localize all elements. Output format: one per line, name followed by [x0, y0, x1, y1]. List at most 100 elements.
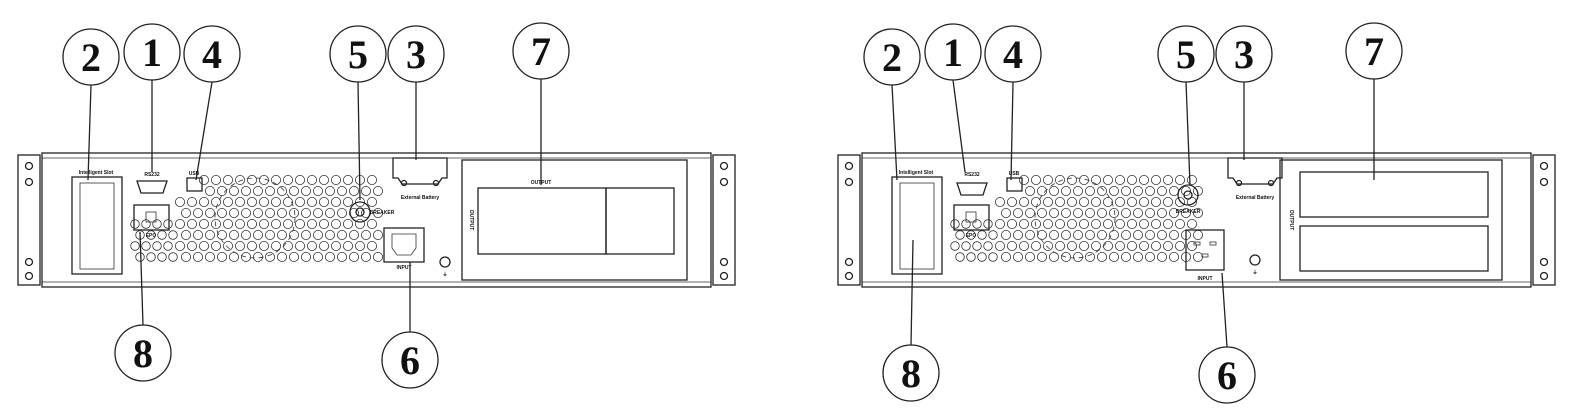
vent-hole — [282, 240, 293, 251]
callout-circle — [512, 22, 570, 80]
rack-ear-left — [837, 154, 861, 286]
vent-hole — [342, 218, 353, 229]
vent-hole — [995, 240, 1006, 251]
vent-hole — [1139, 174, 1150, 185]
vent-hole — [372, 207, 383, 218]
vent-hole — [258, 196, 269, 207]
rack-ear-left — [17, 154, 41, 286]
vent-hole — [204, 185, 215, 196]
vent-hole — [977, 230, 987, 240]
vent-hole — [1103, 218, 1114, 229]
vent-hole — [258, 240, 269, 251]
vent-hole — [270, 218, 281, 229]
vent-hole — [1175, 174, 1186, 185]
vent-hole — [1097, 251, 1108, 262]
vent-hole — [1157, 207, 1168, 218]
vent-hole — [234, 240, 245, 251]
input-receptacle — [391, 233, 417, 256]
vent-hole — [288, 185, 299, 196]
vent-hole — [186, 196, 197, 207]
vent-hole — [294, 218, 305, 229]
vent-hole — [1163, 240, 1174, 251]
vent-hole — [246, 240, 257, 251]
usb-label: USB — [1009, 171, 1020, 177]
callout-circle — [863, 28, 921, 86]
vent-hole — [348, 229, 359, 240]
vent-hole — [192, 229, 203, 240]
vent-hole — [1055, 240, 1066, 251]
vent-hole — [318, 174, 329, 185]
ground-icon: ⏚ — [442, 271, 447, 278]
vent-hole — [342, 174, 353, 185]
vent-hole — [246, 196, 257, 207]
vent-hole — [1043, 240, 1054, 251]
mounting-hole-icon — [844, 161, 854, 171]
vent-hole — [1187, 240, 1198, 251]
vent-hole — [210, 174, 221, 185]
callout-number-4: 4 — [202, 32, 222, 77]
vent-hole — [1163, 174, 1174, 185]
callout-leader-line — [891, 84, 898, 181]
mounting-hole-icon — [844, 177, 854, 187]
input-label: INPUT — [397, 265, 412, 271]
vent-hole — [300, 251, 311, 262]
vent-hole — [1013, 207, 1024, 218]
vent-hole — [1139, 218, 1150, 229]
vent-hole — [282, 218, 293, 229]
mounting-hole-icon — [1539, 257, 1549, 267]
vent-hole — [204, 251, 215, 262]
vent-hole — [972, 219, 982, 229]
vent-hole — [1055, 174, 1066, 185]
input-pin — [1201, 253, 1209, 258]
vent-hole — [324, 229, 335, 240]
vent-hole — [1181, 185, 1192, 196]
vent-hole — [228, 229, 239, 240]
vent-hole — [146, 252, 156, 262]
vent-hole — [1067, 174, 1078, 185]
mounting-hole-icon — [719, 271, 729, 281]
vent-hole — [270, 240, 281, 251]
vent-hole — [276, 207, 287, 218]
callout-number-1: 1 — [943, 30, 963, 75]
vent-hole — [1025, 229, 1036, 240]
vent-hole — [1019, 218, 1030, 229]
vent-hole — [360, 251, 371, 262]
vent-hole — [198, 240, 209, 251]
rs232-port — [956, 182, 988, 196]
vent-hole — [1109, 207, 1120, 218]
vent-hole — [1067, 240, 1078, 251]
epo-switch — [145, 211, 157, 223]
vent-hole — [324, 207, 335, 218]
vent-hole — [282, 196, 293, 207]
vent-hole — [1037, 185, 1048, 196]
vent-hole — [1073, 251, 1084, 262]
vent-hole — [961, 241, 971, 251]
vent-hole — [966, 230, 976, 240]
vent-hole — [372, 185, 383, 196]
vent-hole — [1193, 251, 1204, 262]
chassis — [861, 152, 1532, 288]
vent-hole — [1127, 174, 1138, 185]
callout-number-8: 8 — [133, 331, 153, 376]
input-pin — [1209, 241, 1217, 246]
vent-hole — [210, 196, 221, 207]
vent-hole — [1121, 185, 1132, 196]
vent-hole — [988, 252, 998, 262]
vent-hole — [1031, 240, 1042, 251]
vent-hole — [157, 252, 167, 262]
vent-hole — [1085, 251, 1096, 262]
vent-hole — [264, 229, 275, 240]
vent-hole — [1145, 229, 1156, 240]
epo-label: EPO — [966, 233, 977, 239]
vent-hole — [977, 252, 987, 262]
callout-number-2: 2 — [882, 35, 902, 80]
vent-hole — [1127, 196, 1138, 207]
vent-hole — [1157, 251, 1168, 262]
vent-hole — [955, 230, 965, 240]
input-socket — [1185, 229, 1225, 271]
vent-hole — [216, 207, 227, 218]
vent-hole — [1001, 229, 1012, 240]
vent-hole — [294, 174, 305, 185]
callout-leader-line — [139, 231, 144, 326]
vent-hole — [988, 230, 998, 240]
